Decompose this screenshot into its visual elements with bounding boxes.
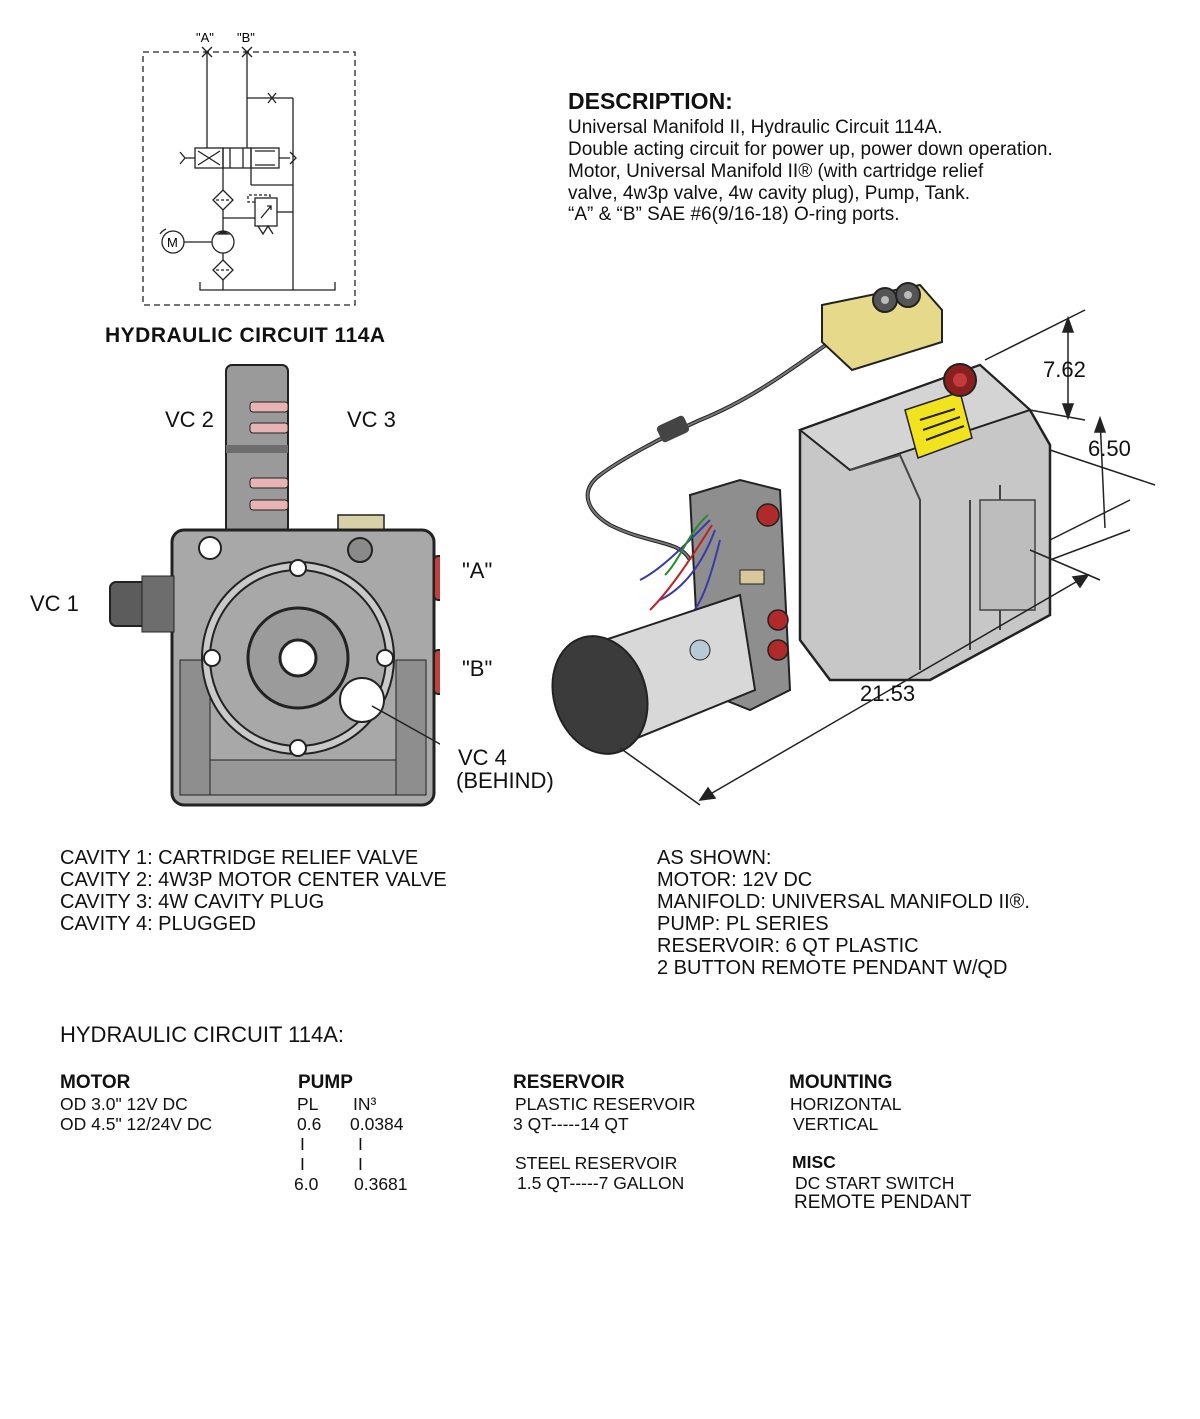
dimension-width: 6.50 xyxy=(1088,436,1131,461)
pump-max-pl: 6.0 xyxy=(294,1174,319,1194)
as-shown-item: MANIFOLD: UNIVERSAL MANIFOLD II®. xyxy=(657,891,1030,913)
pump-min-in3: 0.0384 xyxy=(350,1114,404,1134)
pump-in3-header: IN³ xyxy=(353,1094,377,1114)
pump-range-bar: I xyxy=(358,1134,363,1154)
motor-heading: MOTOR xyxy=(60,1072,131,1093)
manifold-port-a-label: "A" xyxy=(462,558,493,583)
mounting-option: HORIZONTAL xyxy=(790,1094,902,1114)
pump-heading: PUMP xyxy=(298,1072,353,1093)
description-line: Universal Manifold II, Hydraulic Circuit… xyxy=(568,117,943,138)
dimension-height: 7.62 xyxy=(1043,357,1086,382)
misc-option: DC START SWITCH xyxy=(795,1173,955,1193)
cavity-item: CAVITY 3: 4W CAVITY PLUG xyxy=(60,891,325,913)
schematic-port-a-label: "A" xyxy=(196,30,214,45)
misc-heading: MISC xyxy=(792,1152,836,1172)
vc1-label: VC 1 xyxy=(30,591,79,616)
reservoir-option: STEEL RESERVOIR xyxy=(515,1153,678,1173)
dimension-length: 21.53 xyxy=(860,681,916,706)
vc4-label: VC 4 xyxy=(458,745,507,770)
description-line: Double acting circuit for power up, powe… xyxy=(568,139,1053,160)
reservoir-option: PLASTIC RESERVOIR xyxy=(515,1094,696,1114)
description-line: Motor, Universal Manifold II® (with cart… xyxy=(568,161,984,182)
options-title: HYDRAULIC CIRCUIT 114A: xyxy=(60,1022,345,1047)
pump-range-bar: I xyxy=(300,1134,305,1154)
as-shown-item: PUMP: PL SERIES xyxy=(657,913,829,935)
vc2-label: VC 2 xyxy=(165,407,214,432)
motor-symbol-label: M xyxy=(167,235,178,250)
cavity-item: CAVITY 2: 4W3P MOTOR CENTER VALVE xyxy=(60,869,447,891)
hydraulic-schematic: "A" "B" M xyxy=(142,30,356,306)
as-shown-item: RESERVOIR: 6 QT PLASTIC xyxy=(657,935,919,957)
reservoir-option: 3 QT-----14 QT xyxy=(513,1114,629,1134)
reservoir-heading: RESERVOIR xyxy=(513,1072,625,1093)
motor-option: OD 3.0" 12V DC xyxy=(60,1094,188,1114)
schematic-caption: HYDRAULIC CIRCUIT 114A xyxy=(105,324,386,347)
mounting-option: VERTICAL xyxy=(793,1114,879,1134)
description-line: valve, 4w3p valve, 4w cavity plug), Pump… xyxy=(568,183,971,204)
manifold-front-view xyxy=(109,364,440,807)
as-shown-item: MOTOR: 12V DC xyxy=(657,869,813,891)
pump-min-pl: 0.6 xyxy=(297,1114,322,1134)
vc4-note: (BEHIND) xyxy=(456,768,554,793)
reservoir-option: 1.5 QT-----7 GALLON xyxy=(517,1173,685,1193)
cavity-item: CAVITY 1: CARTRIDGE RELIEF VALVE xyxy=(60,847,419,869)
power-unit-illustration xyxy=(551,282,1156,806)
as-shown-heading: AS SHOWN: xyxy=(657,847,772,869)
schematic-port-b-label: "B" xyxy=(237,30,255,45)
as-shown-item: 2 BUTTON REMOTE PENDANT W/QD xyxy=(657,957,1008,979)
manifold-port-b-label: "B" xyxy=(462,656,493,681)
description-line: “A” & “B” SAE #6(9/16-18) O-ring ports. xyxy=(568,204,900,225)
pump-range-bar: I xyxy=(300,1154,305,1174)
pump-max-in3: 0.3681 xyxy=(354,1174,408,1194)
cavity-item: CAVITY 4: PLUGGED xyxy=(60,913,256,935)
pump-pl-header: PL xyxy=(297,1094,319,1114)
mounting-heading: MOUNTING xyxy=(789,1072,893,1093)
pump-range-bar: I xyxy=(358,1154,363,1174)
description-title: DESCRIPTION: xyxy=(568,88,733,114)
misc-option: REMOTE PENDANT xyxy=(794,1192,972,1213)
motor-option: OD 4.5" 12/24V DC xyxy=(60,1114,213,1134)
vc3-label: VC 3 xyxy=(347,407,396,432)
